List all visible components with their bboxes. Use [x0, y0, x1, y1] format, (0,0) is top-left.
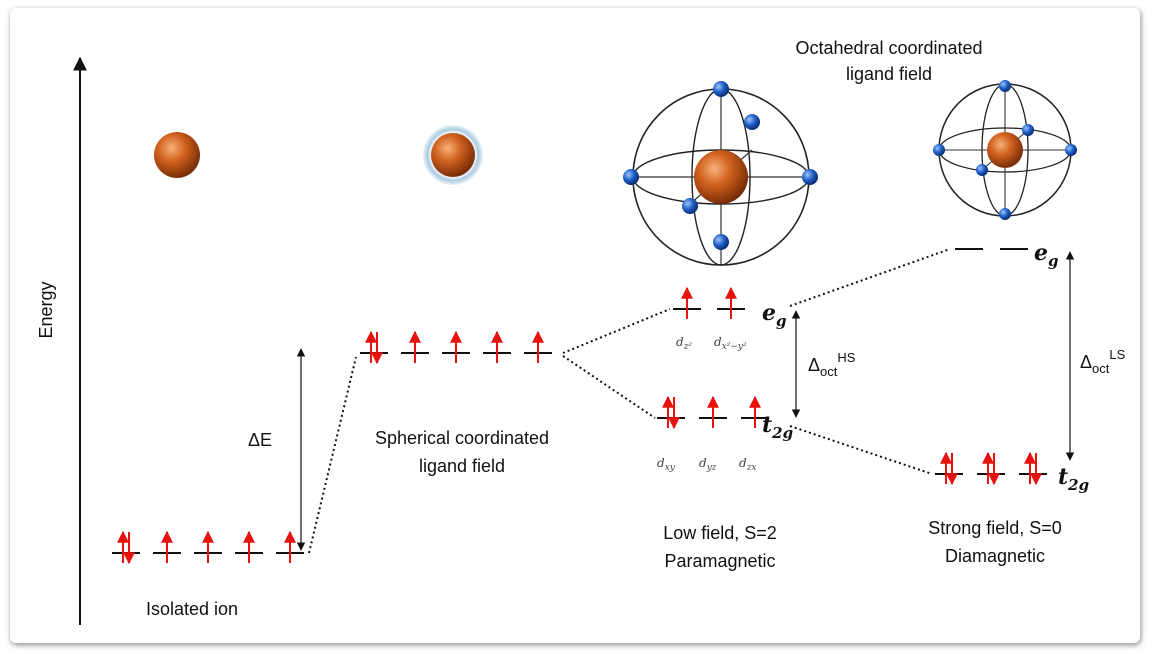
orbital-dxy: dxy — [657, 456, 676, 473]
energy-levels — [112, 248, 1047, 565]
octahedral-complex-small — [933, 80, 1077, 220]
diagram-frame — [10, 8, 1140, 643]
connector-t2g-to-t2g-ls — [789, 425, 933, 475]
connector-spherical-to-t2g — [562, 355, 656, 419]
energy-axis-label: Energy — [36, 281, 56, 338]
isolated-ion-label: Isolated ion — [146, 599, 238, 619]
connector-eg-to-eg-ls — [789, 248, 951, 307]
isolated-ion-sphere — [154, 132, 200, 178]
spherical-label-line1: Spherical coordinated — [375, 428, 549, 448]
orbital-dz2: dz² — [676, 335, 692, 352]
t2g-ls-term: t2g — [1058, 464, 1089, 494]
octahedral-title-line2: ligand field — [846, 64, 932, 84]
delta-oct-ls-label: ΔoctLS — [1080, 347, 1126, 376]
orbital-dzx: dzx — [739, 456, 757, 473]
eg-ls-term: eg — [1034, 240, 1059, 270]
spherical-label-line2: ligand field — [419, 456, 505, 476]
low-spin-caption-line1: Strong field, S=0 — [928, 518, 1062, 538]
delta-e-label: ΔE — [248, 430, 272, 450]
high-spin-caption-line2: Paramagnetic — [664, 551, 775, 571]
spherical-field-sphere — [431, 133, 475, 177]
delta-oct-hs-label: ΔoctHS — [808, 350, 856, 379]
eg-hs-term: eg — [762, 300, 787, 330]
low-spin-caption-line2: Diamagnetic — [945, 546, 1045, 566]
t2g-hs-term: t2g — [762, 412, 793, 442]
octahedral-complex-large — [623, 81, 818, 266]
connector-lines — [308, 248, 951, 554]
connector-spherical-to-eg — [562, 308, 671, 354]
orbital-dyz: dyz — [699, 456, 717, 473]
orbital-dx2y2: dx²−y² — [714, 335, 747, 352]
octahedral-title-line1: Octahedral coordinated — [795, 38, 982, 58]
high-spin-caption-line1: Low field, S=2 — [663, 523, 777, 543]
connector-isolated-to-spherical — [308, 356, 357, 554]
